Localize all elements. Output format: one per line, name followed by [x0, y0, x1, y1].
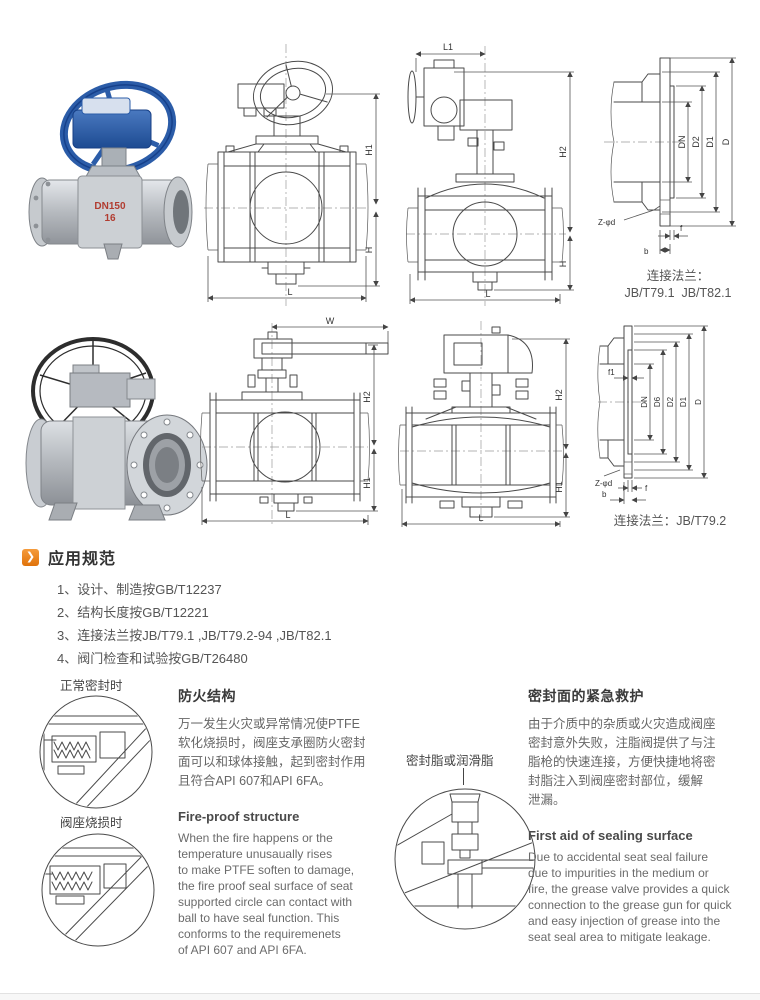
seat-detail-burned-drawing: [41, 833, 155, 947]
sealing-aid-body-zh: 由于介质中的杂质或火灾造成阀座 密封意外失败，注脂阀提供了与注 脂枪的快速连接，…: [528, 717, 716, 807]
flange1-caption-line2: JB/T79.1 JB/T82.1: [624, 286, 732, 300]
grease-label: 密封脂或润滑脂: [406, 754, 494, 768]
handwheel-drawing: [252, 60, 334, 126]
dim-zd: Z-φd: [595, 479, 612, 488]
sealing-aid-heading-en: First aid of sealing surface: [528, 828, 693, 843]
spec-item-4: 4、阀门检查和试验按GB/T26480: [57, 651, 248, 666]
grease-injection-detail-drawing: [394, 788, 536, 930]
valve-body: [25, 414, 208, 521]
front-view-drawing: H1 H L: [204, 44, 380, 306]
fireproof-heading-en: Fire-proof structure: [178, 809, 300, 824]
spec-item-3: 3、连接法兰按JB/T79.1 ,JB/T79.2-94 ,JB/T82.1: [57, 628, 332, 643]
dim-f1: f1: [608, 368, 615, 377]
gearbox-valve-drawing: H2 H1 L: [398, 321, 570, 527]
flange-section-drawing-2: f1 DN D6 D2 D1 D Z-φd f b: [595, 325, 708, 504]
dim-d: D: [721, 138, 731, 145]
fireproof-body-zh: 万一发生火灾或异常情况使PTFE 软化烧损时，阀座支承圈防火密封 面可以和球体接…: [178, 717, 366, 788]
dim-dn: DN: [677, 136, 687, 149]
dim-b: b: [644, 247, 649, 256]
spec-item-1: 1、设计、制造按GB/T12237: [57, 582, 222, 597]
dim-f: f: [645, 484, 648, 493]
photo-pn-label: 16: [104, 213, 116, 224]
flange-section-drawing-1: DN D2 D1 D Z-φd f b: [598, 57, 736, 256]
dim-d2: D2: [666, 396, 675, 407]
application-specs-list: 1、设计、制造按GB/T12237 2、结构长度按GB/T12221 3、连接法…: [57, 578, 332, 670]
sealing-aid-text-column: 密封面的紧急救护 由于介质中的杂质或火灾造成阀座 密封意外失败，注脂阀提供了与注…: [528, 686, 750, 945]
valve-photo-trunnion: [25, 337, 208, 521]
dim-d1: D1: [705, 136, 715, 148]
dim-h2: H2: [362, 391, 372, 403]
gearbox-drawing: [443, 326, 533, 374]
normal-seal-label: 正常密封时: [60, 679, 123, 693]
dim-l1: L1: [443, 42, 453, 52]
fireproof-text-column: 防火结构 万一发生火灾或异常情况使PTFE 软化烧损时，阀座支承圈防火密封 面可…: [178, 686, 383, 958]
gear-housing: [72, 97, 152, 149]
lever-valve-drawing: W H2 H1 L: [200, 316, 389, 525]
dim-h: H: [364, 247, 374, 254]
fireproof-body-en: When the fire happens or the temperature…: [178, 831, 355, 957]
dim-h1: H1: [362, 477, 372, 489]
flange2-caption: 连接法兰：JB/T79.2: [613, 514, 727, 528]
dim-h2: H2: [554, 389, 564, 401]
photo-dn-label: DN150: [94, 201, 126, 212]
seat-detail-normal-drawing: [39, 695, 153, 809]
dim-d: D: [694, 399, 703, 405]
dim-h2: H2: [558, 146, 568, 158]
fireproof-heading-zh: 防火结构: [178, 688, 236, 704]
chevron-right-icon: ❯: [22, 548, 39, 566]
sealing-aid-body-en: Due to accidental seat seal failure due …: [528, 850, 732, 944]
dim-l: L: [285, 510, 290, 520]
seat-burned-label: 阀座烧损时: [60, 816, 123, 830]
actuator-drawing: [407, 59, 465, 141]
page-footer-strip: [0, 993, 760, 1000]
dim-dn: DN: [640, 396, 649, 408]
dim-l: L: [287, 287, 292, 297]
lever-handle-drawing: [253, 331, 389, 359]
dim-h1: H1: [554, 481, 564, 493]
valve-photo-blue-handwheel: DN150 16: [28, 80, 193, 260]
dim-h: H: [558, 261, 568, 268]
dim-h1: H1: [364, 144, 374, 156]
application-specs-title: 应用规范: [48, 551, 117, 568]
grease-pointer-line: [463, 768, 464, 785]
dim-l: L: [478, 513, 483, 523]
dim-b: b: [602, 490, 607, 499]
sealing-aid-heading-zh: 密封面的紧急救护: [528, 688, 644, 704]
valve-body: [28, 175, 193, 260]
application-specs-header: ❯ 应用规范: [22, 545, 116, 569]
dim-d1: D1: [679, 396, 688, 407]
dim-w: W: [326, 316, 335, 326]
dim-f: f: [680, 224, 683, 233]
spec-item-2: 2、结构长度按GB/T12221: [57, 605, 209, 620]
dim-zd: Z-φd: [598, 218, 615, 227]
dim-d2: D2: [691, 136, 701, 148]
dim-d6: D6: [653, 396, 662, 407]
dim-l: L: [485, 289, 490, 299]
flange1-caption-line1: 连接法兰：: [646, 269, 710, 283]
side-view-actuator-drawing: L1 H2 H L: [406, 42, 574, 306]
flange1-caption: 连接法兰： JB/T79.1 JB/T82.1: [596, 268, 760, 302]
